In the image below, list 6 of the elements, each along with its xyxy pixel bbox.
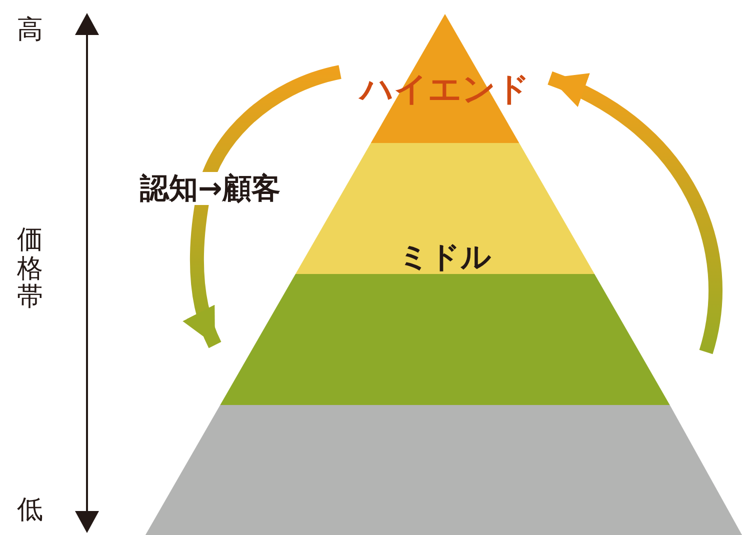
tier-label: ミドル	[398, 243, 492, 273]
curved-arrow	[547, 72, 722, 354]
axis-label: 価格帯	[17, 226, 43, 312]
curved-arrow	[184, 65, 342, 348]
axis-label: 低	[17, 496, 43, 525]
axis-label: 高	[17, 16, 43, 45]
